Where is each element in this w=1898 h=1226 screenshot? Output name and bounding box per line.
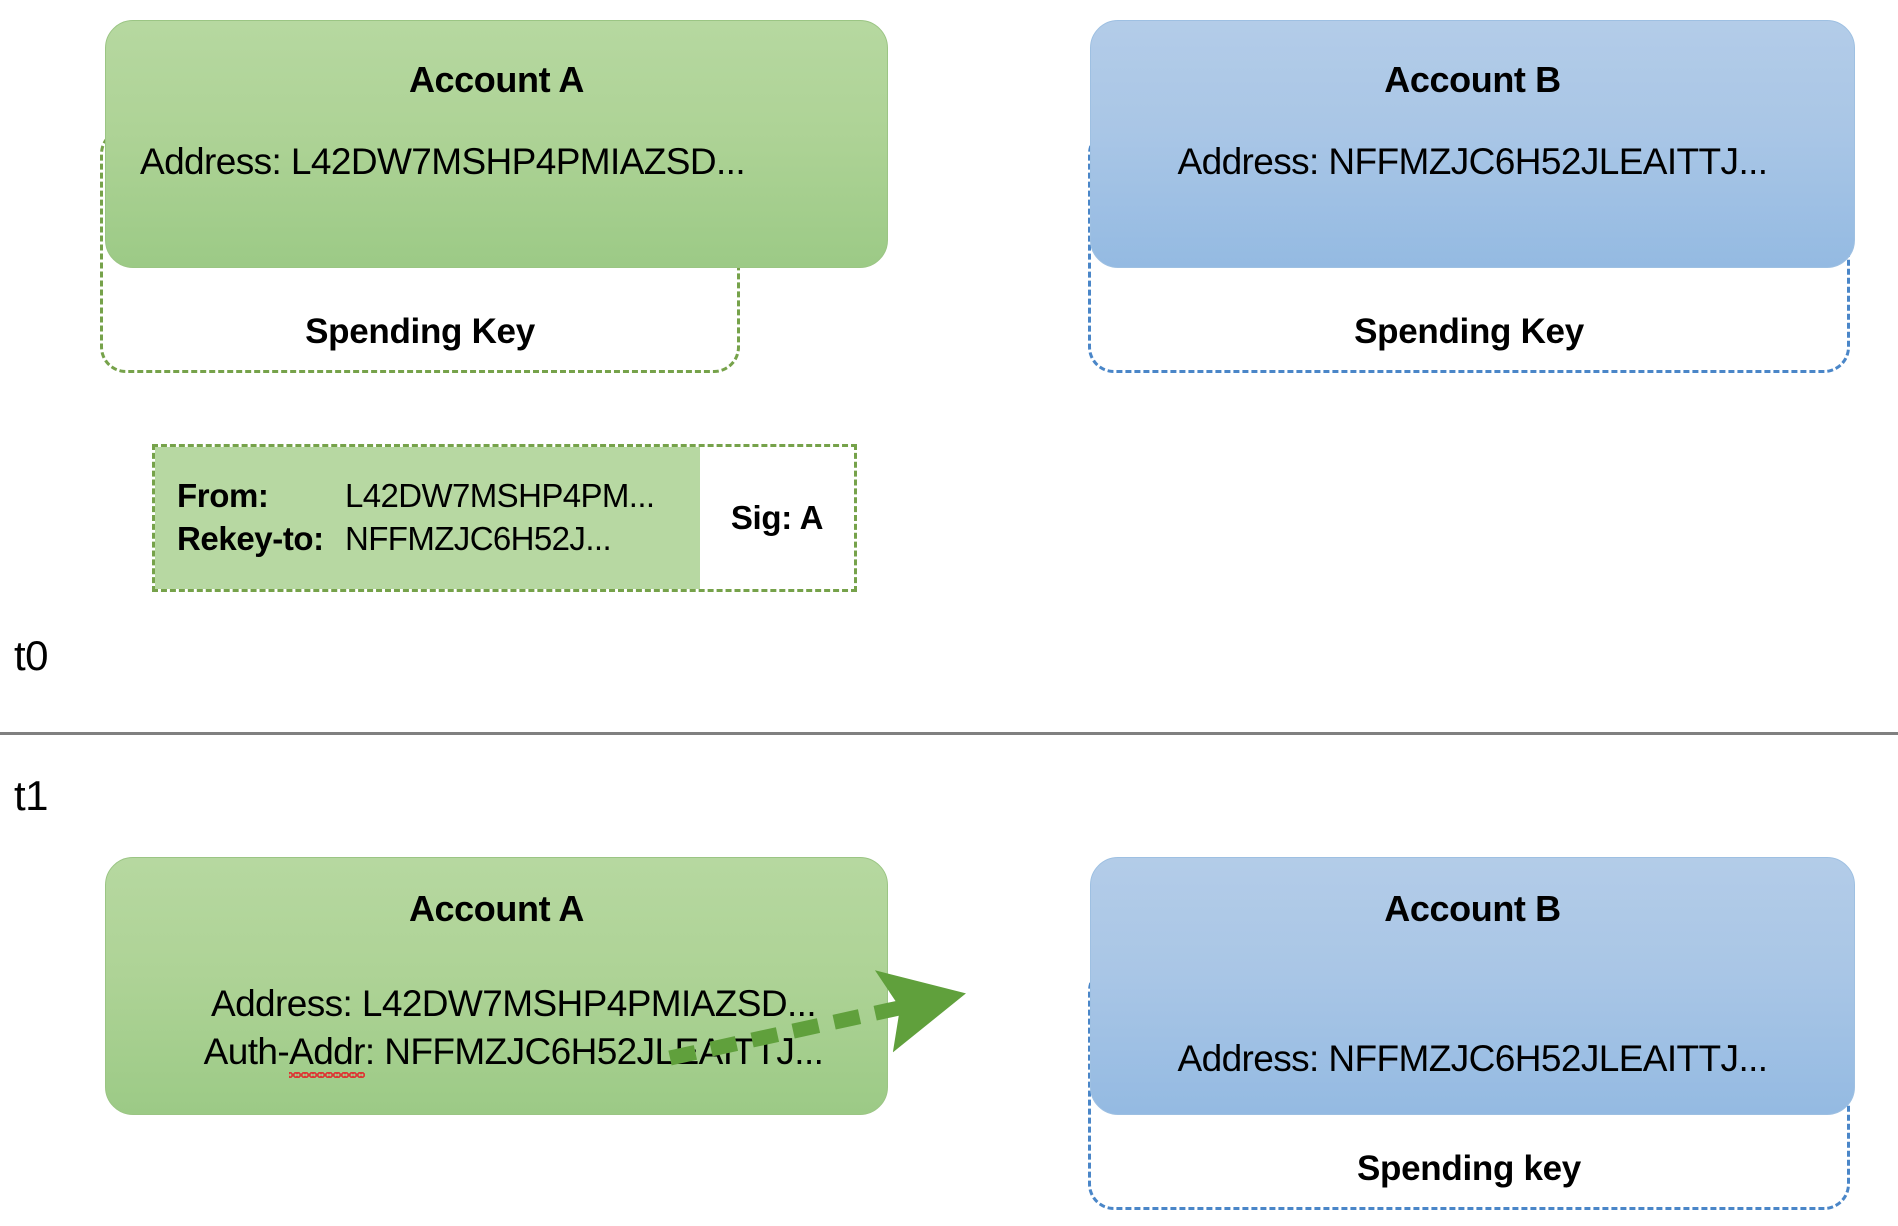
transaction-rekey-to-value: NFFMZJC6H52J... <box>345 520 612 557</box>
timeline-divider <box>0 732 1898 735</box>
t1-account-b-card: Account B Address: NFFMZJC6H52JLEAITTJ..… <box>1090 857 1855 1115</box>
transaction-fields: From: L42DW7MSHP4PM... Rekey-to: NFFMZJC… <box>155 447 700 589</box>
t0-account-a-card: Account A Address: L42DW7MSHP4PMIAZSD... <box>105 20 888 268</box>
t1-account-b-spending-key-label: Spending key <box>1357 1149 1581 1188</box>
t1-account-a-card: Account A Address: L42DW7MSHP4PMIAZSD...… <box>105 857 888 1115</box>
transaction-rekey-to-label: Rekey-to: <box>177 520 324 557</box>
timeline-label-t0: t0 <box>14 632 49 679</box>
t0-account-a-address: Address: L42DW7MSHP4PMIAZSD... <box>140 141 746 182</box>
t1-auth-prefix: Auth- <box>203 1031 290 1072</box>
transaction-from-value: L42DW7MSHP4PM... <box>345 477 655 515</box>
t0-account-a-title: Account A <box>408 59 585 100</box>
t1-account-b-address: Address: NFFMZJC6H52JLEAITTJ... <box>1177 1038 1769 1079</box>
t1-account-a-address: Address: L42DW7MSHP4PMIAZSD... <box>210 983 817 1024</box>
transaction-rekey-to-row: Rekey-to: NFFMZJC6H52J... <box>177 518 684 561</box>
t1-account-a-title: Account A <box>408 888 585 929</box>
t1-auth-suffix: : NFFMZJC6H52JLEAITTJ... <box>364 1031 824 1072</box>
t0-account-a-spending-key-label: Spending Key <box>305 312 535 351</box>
t1-account-b-title: Account B <box>1384 888 1561 929</box>
t1-account-a-auth-addr: Auth-Addr: NFFMZJC6H52JLEAITTJ... <box>140 1031 887 1078</box>
t1-auth-misspelled-word: Addr <box>289 1031 365 1078</box>
t0-account-b-spending-key-label: Spending Key <box>1354 312 1584 351</box>
transaction-from-label: From: <box>177 477 269 515</box>
t0-account-b-address: Address: NFFMZJC6H52JLEAITTJ... <box>1177 141 1769 182</box>
transaction-signature-area: Sig: A <box>700 447 854 589</box>
t1-account-a-detail-lines: Address: L42DW7MSHP4PMIAZSD... Auth-Addr… <box>106 983 887 1079</box>
t0-account-b-card: Account B Address: NFFMZJC6H52JLEAITTJ..… <box>1090 20 1855 268</box>
transaction-from-row: From: L42DW7MSHP4PM... <box>177 475 684 518</box>
timeline-label-t1: t1 <box>14 772 49 819</box>
transaction-signature-label: Sig: A <box>730 499 824 536</box>
t0-account-b-title: Account B <box>1384 59 1561 100</box>
rekey-transaction-box: From: L42DW7MSHP4PM... Rekey-to: NFFMZJC… <box>152 444 857 592</box>
